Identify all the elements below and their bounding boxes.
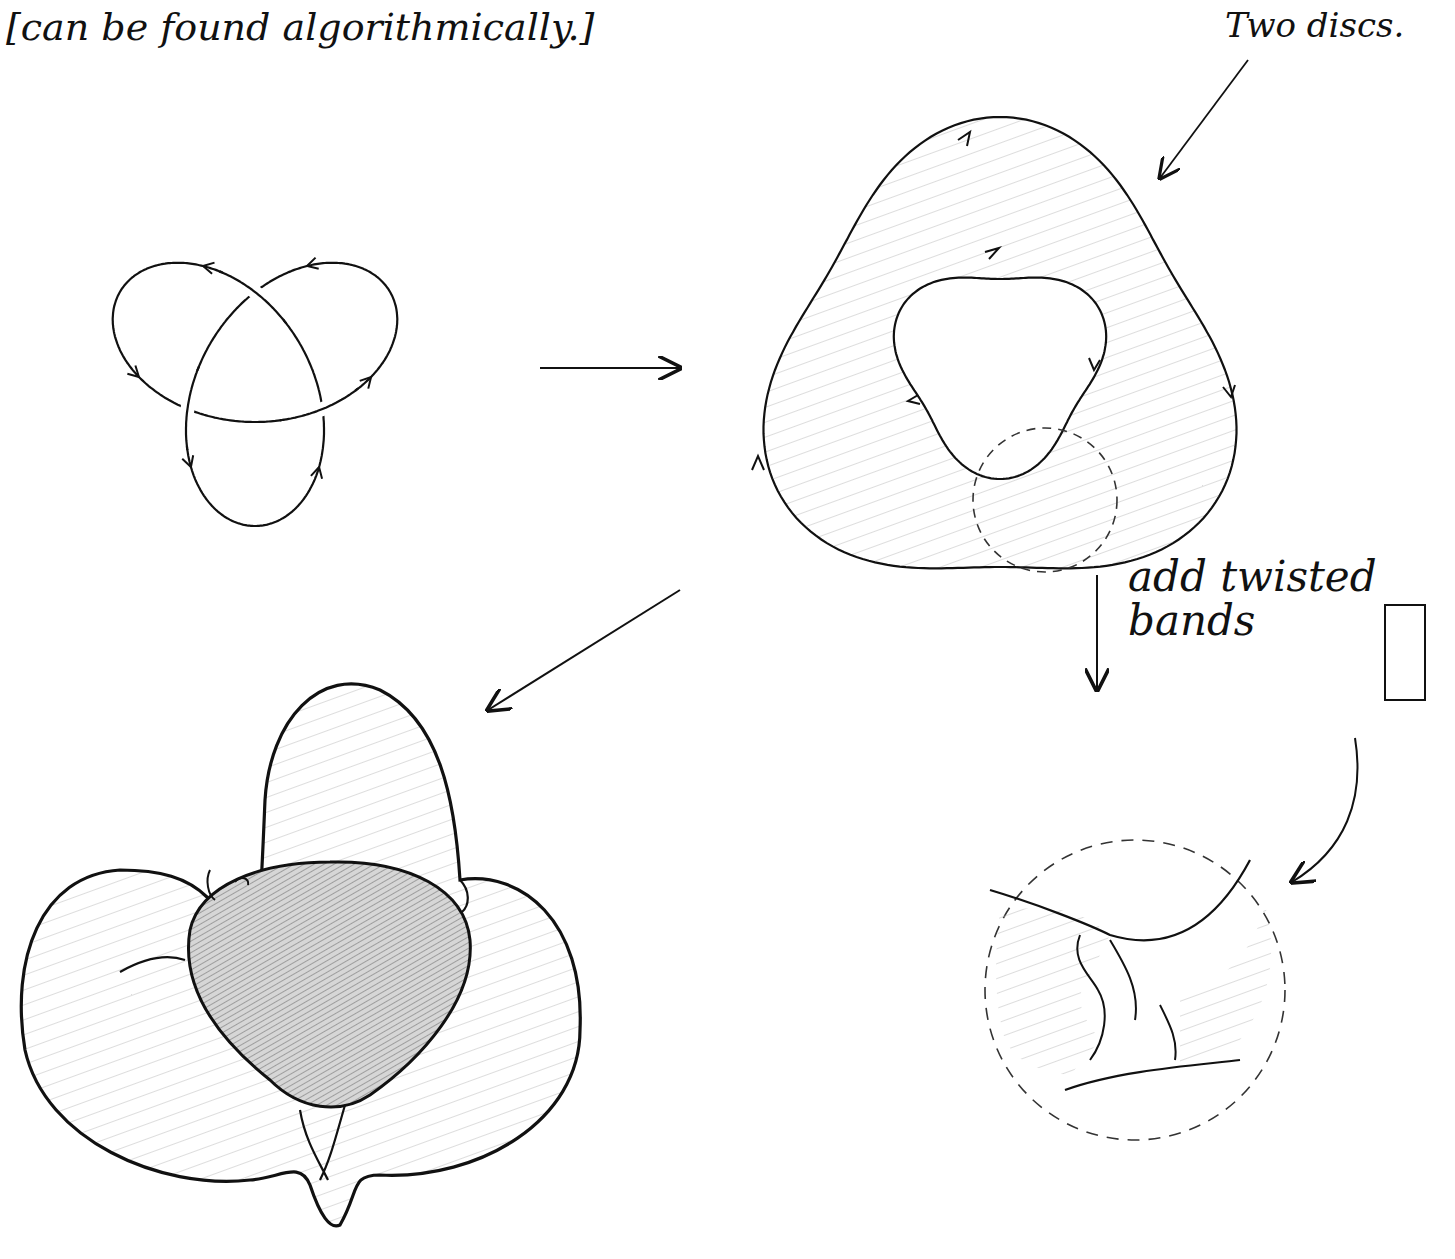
- step-arrow: [1096, 575, 1098, 690]
- handwritten-note: Two discs.: [1225, 8, 1450, 44]
- handwritten-note: add twisted bands: [1128, 555, 1378, 643]
- seifert-circles: [752, 60, 1248, 572]
- handwritten-note: [can be found algorithmically.]: [6, 8, 806, 48]
- step-arrow: [488, 590, 680, 710]
- twisted-band-detail: [985, 605, 1425, 1140]
- seifert-surface: [21, 684, 580, 1226]
- trefoil-knot: [113, 258, 398, 526]
- step-arrow: [540, 367, 680, 369]
